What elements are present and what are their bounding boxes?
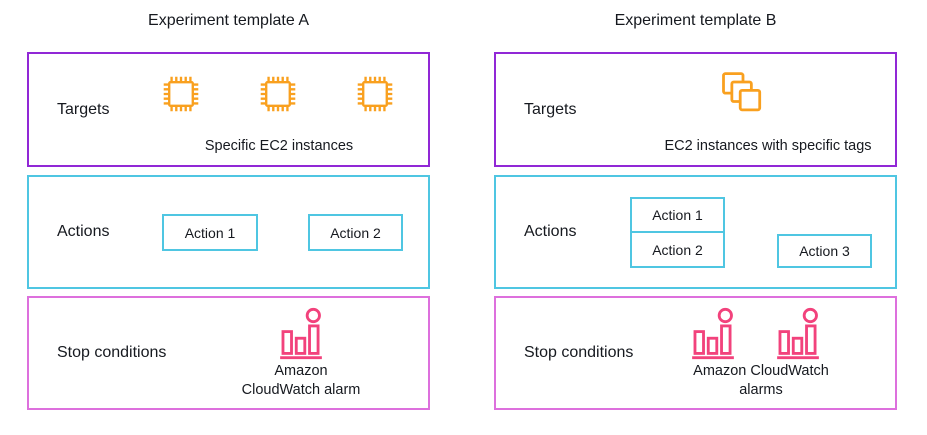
cloudwatch-alarm-icon <box>775 306 821 361</box>
template-b-targets-label: Targets <box>524 100 577 118</box>
ec2-instance-icon <box>353 72 397 116</box>
template-a-stop-caption: Amazon CloudWatch alarm <box>201 362 401 400</box>
template-b-stop-conditions-label: Stop conditions <box>524 344 634 361</box>
template-b-targets-caption: EC2 instances with specific tags <box>664 138 872 154</box>
template-a-actions-label: Actions <box>57 223 110 240</box>
template-a-title: Experiment template A <box>148 12 309 29</box>
action-box: Action 1 <box>162 214 258 251</box>
template-a-stop-conditions-label: Stop conditions <box>57 344 167 361</box>
ec2-instance-icon <box>256 72 300 116</box>
template-b-stop-caption: Amazon CloudWatch alarms <box>641 362 881 400</box>
template-b-stop-conditions-box: Stop conditions Amazon CloudWatch alarms <box>494 296 897 410</box>
template-a-targets-icons <box>159 72 397 116</box>
template-a-actions-box: Actions Action 1 Action 2 <box>27 175 430 289</box>
cloudwatch-alarm-icon <box>278 306 324 361</box>
template-b-actions-box: Actions Action 1 Action 2 Action 3 <box>494 175 897 289</box>
template-a-targets-label: Targets <box>57 100 110 118</box>
caption-line: alarms <box>739 382 783 398</box>
ec2-instances-with-tags-icon <box>717 69 769 121</box>
template-a-targets-box: Targets Specific EC2 instances <box>27 52 430 167</box>
action-box: Action 2 <box>630 231 725 268</box>
template-b-actions-label: Actions <box>524 223 577 240</box>
template-a-targets-caption: Specific EC2 instances <box>204 138 354 154</box>
template-a-stop-conditions-box: Stop conditions Amazon CloudWatch alarm <box>27 296 430 410</box>
cloudwatch-alarm-icon <box>690 306 736 361</box>
action-box: Action 1 <box>630 197 725 233</box>
template-b-targets-box: Targets EC2 instances with specific tags <box>494 52 897 167</box>
caption-line: Amazon CloudWatch <box>693 363 829 379</box>
caption-line: CloudWatch alarm <box>241 382 361 398</box>
action-box: Action 2 <box>308 214 403 251</box>
caption-line: Amazon <box>274 363 328 379</box>
ec2-instance-icon <box>159 72 203 116</box>
template-b-title: Experiment template B <box>614 12 777 29</box>
action-box: Action 3 <box>777 234 872 268</box>
